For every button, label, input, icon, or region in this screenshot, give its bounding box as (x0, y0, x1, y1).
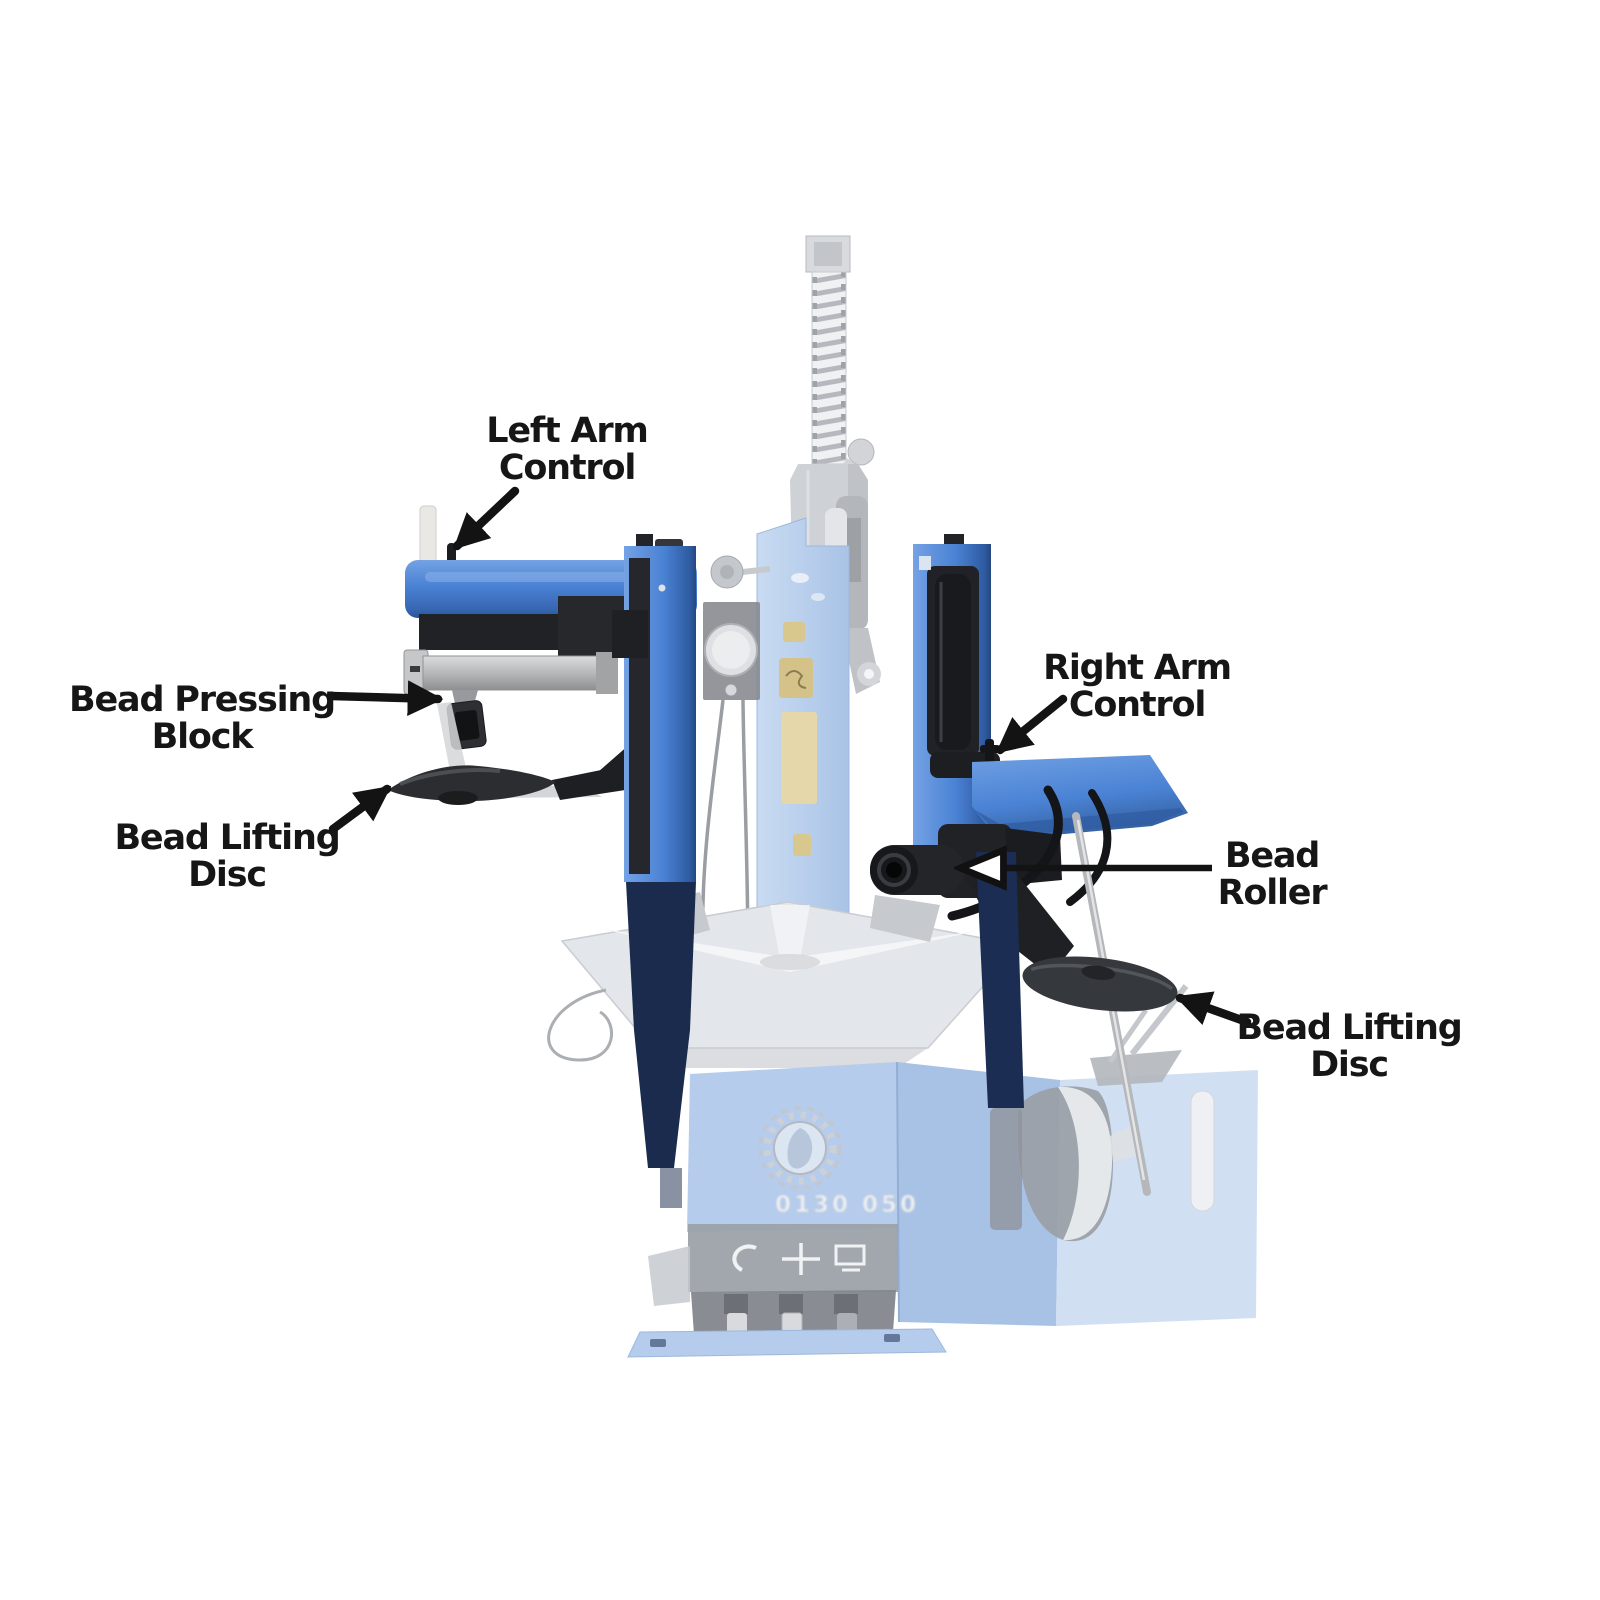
left-arm-control-arrow (452, 486, 520, 551)
bead-pressing-block-arrow (326, 680, 444, 716)
model-badge: 0130 050 (775, 1192, 919, 1218)
bead-roller (870, 845, 964, 895)
ghost-base-machine: 0130 050 (547, 235, 1258, 1358)
left-assist-arm (388, 505, 697, 1208)
bead-lifting-disc-left-arrow (328, 784, 392, 834)
label-left-arm-control: Left Arm Control (486, 411, 649, 489)
warning-sticker (783, 622, 805, 642)
bead-breaker-symbol (834, 1244, 866, 1266)
brand-logo (758, 1106, 842, 1190)
spec-label (781, 712, 817, 804)
label-bead-pressing-block: Bead Pressing Block (69, 680, 336, 758)
annotation-arrows (326, 486, 1252, 1027)
wheel-clamp (870, 895, 940, 942)
left-column (612, 534, 696, 1208)
base-plate (627, 1328, 947, 1358)
right-assist-arm (870, 534, 1188, 1230)
label-bead-roller: Bead Roller (1217, 836, 1328, 914)
side-handle (1190, 1090, 1215, 1212)
label-bead-lifting-disc-left: Bead Lifting Disc (114, 818, 340, 896)
right-column (913, 534, 991, 856)
rotate-symbol (732, 1244, 757, 1272)
ghost-pedal-assembly (627, 1224, 947, 1358)
bead-lifting-disc-right (1022, 956, 1178, 1012)
label-right-arm-control: Right Arm Control (1043, 648, 1232, 726)
ball-knob (847, 438, 875, 466)
cable-loop (547, 988, 614, 1062)
right-arm-control-arrow (995, 694, 1068, 755)
bead-lifting-disc-right-arrow (1174, 991, 1252, 1027)
spring-rod (805, 235, 875, 480)
label-bead-lifting-disc-right: Bead Lifting Disc (1236, 1008, 1462, 1086)
hydraulic-hose (1066, 789, 1112, 906)
warning-sticker (779, 658, 813, 698)
warning-sticker (793, 834, 811, 856)
slide-arm (422, 655, 616, 691)
ghost-center-column (756, 517, 850, 963)
bead-lifting-disc-left (388, 765, 556, 805)
